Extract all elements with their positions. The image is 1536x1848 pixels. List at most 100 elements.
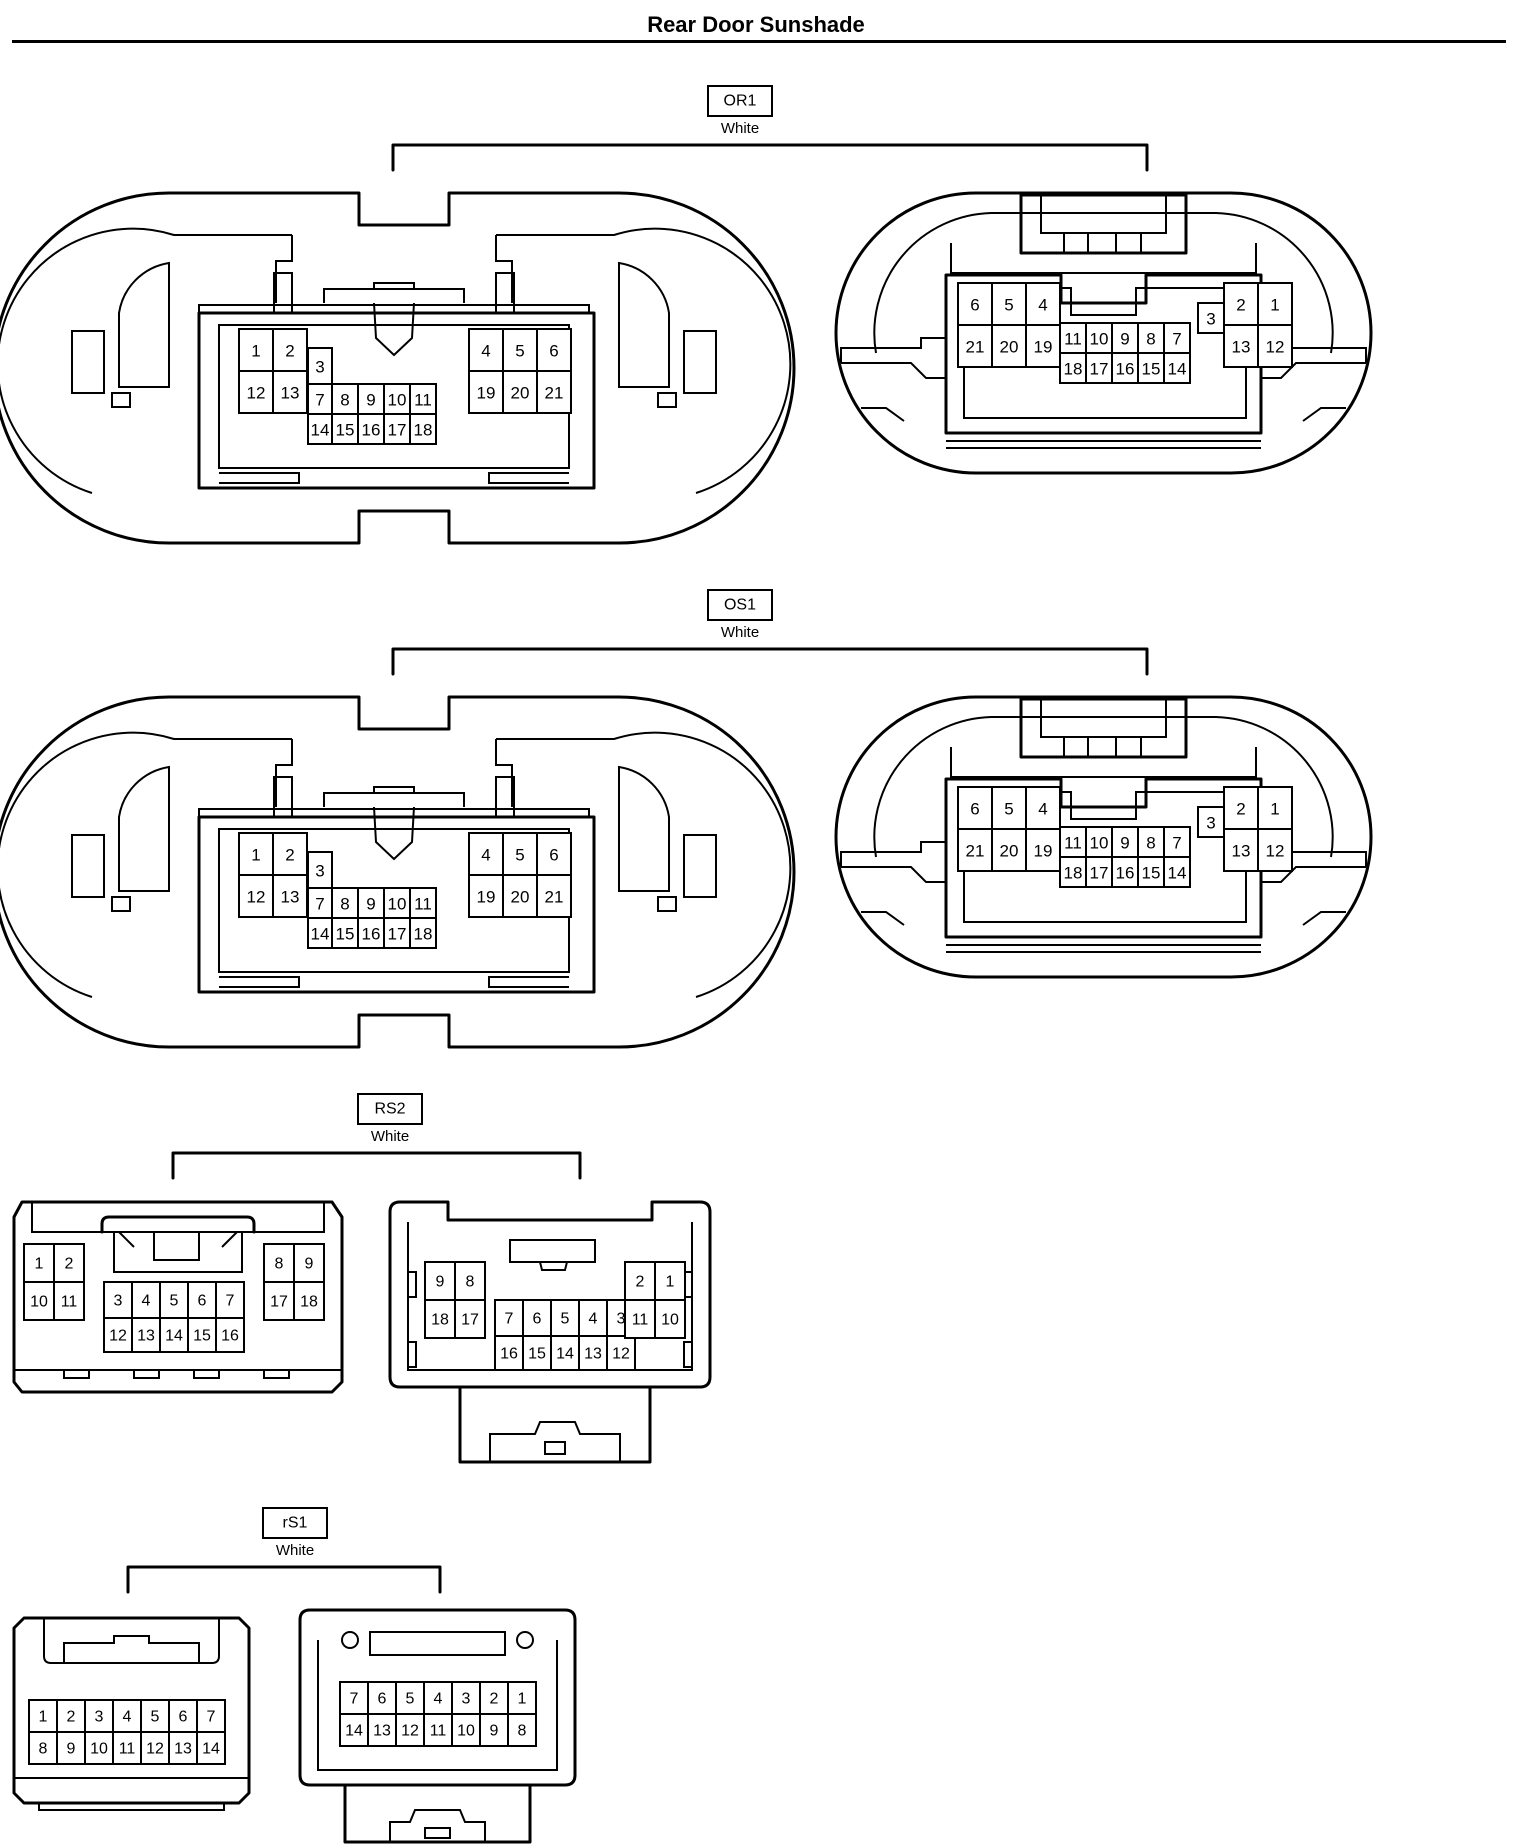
pin-cell	[451, 1713, 481, 1747]
housing-outline	[373, 282, 415, 289]
pin-18: 18	[431, 1312, 449, 1329]
pin-2: 2	[67, 1709, 76, 1726]
pin-cell	[367, 1713, 397, 1747]
housing-outline	[373, 806, 415, 861]
connector-color: White	[276, 1542, 314, 1559]
pin-18: 18	[1064, 864, 1083, 883]
pin-1: 1	[39, 1709, 48, 1726]
housing-outline	[323, 288, 465, 303]
pin-cell	[272, 370, 308, 414]
pin-1: 1	[666, 1274, 675, 1291]
pin-20: 20	[1000, 842, 1019, 861]
pin-14: 14	[556, 1346, 574, 1363]
pin-10: 10	[661, 1312, 679, 1329]
housing-outline	[1063, 737, 1142, 757]
pin-cell	[454, 1261, 486, 1301]
pin-cell	[536, 370, 572, 414]
pin-8: 8	[518, 1723, 527, 1740]
housing-outline	[495, 739, 513, 807]
pin-5: 5	[515, 846, 524, 865]
housing-outline	[834, 191, 1373, 475]
pin-20: 20	[511, 384, 530, 403]
pin-15: 15	[336, 925, 355, 944]
housing-part	[133, 1369, 160, 1379]
pin-12: 12	[146, 1741, 164, 1758]
pin-17: 17	[1090, 864, 1109, 883]
pin-20: 20	[1000, 338, 1019, 357]
pin-8: 8	[340, 391, 349, 410]
pin-11: 11	[430, 1723, 447, 1740]
housing-outline	[218, 828, 570, 973]
pin-cell	[1085, 352, 1113, 384]
housing-outline	[509, 1239, 596, 1263]
housing-part	[71, 330, 105, 394]
pin-14: 14	[202, 1741, 220, 1758]
pin-18: 18	[414, 925, 433, 944]
connector-code: OS1	[724, 597, 756, 614]
pin-cell	[1111, 322, 1139, 354]
housing-outline	[489, 1421, 621, 1462]
housing-part	[657, 392, 677, 408]
housing-part	[153, 1231, 200, 1261]
pin-2: 2	[285, 342, 294, 361]
housing-part	[111, 896, 131, 912]
pin-19: 19	[477, 384, 496, 403]
pin-9: 9	[436, 1274, 445, 1291]
pin-13: 13	[281, 888, 300, 907]
housing-outline	[539, 1261, 568, 1271]
pin-10: 10	[457, 1723, 475, 1740]
housing-part	[63, 1369, 90, 1379]
pin-14: 14	[345, 1723, 363, 1740]
housing-outline	[369, 1631, 506, 1656]
pin-15: 15	[1142, 864, 1161, 883]
pin-cell	[468, 874, 504, 918]
latch	[1019, 697, 1188, 759]
pin-8: 8	[340, 895, 349, 914]
pin-cell	[1059, 322, 1087, 354]
pin-2: 2	[1236, 296, 1245, 315]
housing-outline	[12, 1616, 251, 1805]
housing-part	[193, 1369, 220, 1379]
pin-cell	[494, 1299, 524, 1337]
housing-outline	[343, 1783, 532, 1844]
pin-12: 12	[1266, 338, 1285, 357]
pin-cell	[28, 1731, 58, 1765]
housing-part	[424, 1827, 451, 1839]
pin-11: 11	[414, 391, 432, 410]
pin-11: 11	[632, 1312, 649, 1329]
pin-cell	[196, 1731, 226, 1765]
housing-part	[71, 834, 105, 898]
housing-outline	[118, 1231, 238, 1248]
pin-2: 2	[490, 1691, 499, 1708]
pin-cell	[423, 1713, 453, 1747]
housing-outline	[1261, 866, 1366, 883]
pin-cell	[215, 1281, 245, 1319]
housing-part	[683, 1341, 693, 1368]
housing-outline	[950, 747, 1257, 778]
housing-outline	[873, 716, 992, 858]
pin-cell	[536, 832, 572, 876]
housing-outline	[198, 808, 590, 817]
housing-part	[544, 1441, 566, 1455]
pin-cell	[53, 1281, 85, 1321]
pin-cell	[1163, 322, 1191, 354]
pin-6: 6	[533, 1311, 542, 1328]
housing-outline	[0, 227, 292, 494]
pin-11: 11	[1064, 330, 1082, 349]
connector-code-box	[707, 85, 773, 117]
pin-cell	[409, 917, 437, 949]
pin-12: 12	[247, 384, 266, 403]
pin-10: 10	[1090, 834, 1109, 853]
pin-15: 15	[193, 1328, 211, 1345]
pin-6: 6	[549, 342, 558, 361]
pin-11: 11	[119, 1741, 136, 1758]
housing-outline	[841, 362, 946, 379]
pin-cell	[454, 1299, 486, 1339]
